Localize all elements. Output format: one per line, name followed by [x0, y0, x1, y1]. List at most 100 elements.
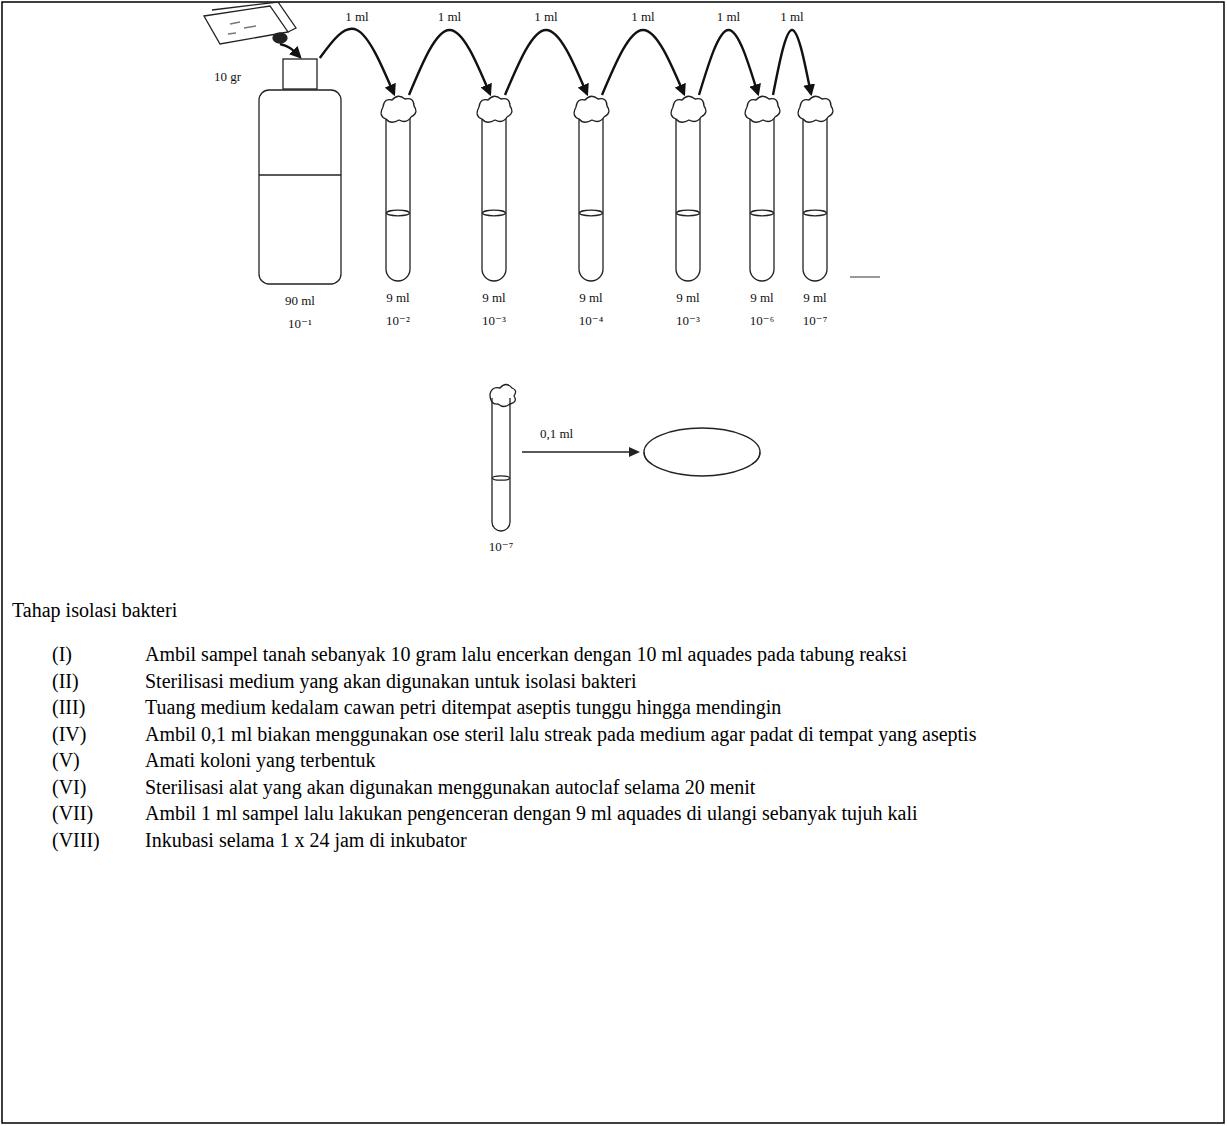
tube-body [676, 117, 700, 281]
step-text: Ambil sampel tanah sebanyak 10 gram lalu… [145, 642, 1217, 666]
dilution-label: 10⁻¹ [255, 315, 345, 332]
step-number: (III) [52, 695, 145, 719]
step-row: (VII)Ambil 1 ml sampel lalu lakukan peng… [0, 801, 1227, 825]
dilution-label: 10⁻³ [663, 312, 713, 329]
liquid-level [259, 174, 341, 175]
step-row: (I)Ambil sampel tanah sebanyak 10 gram l… [0, 642, 1227, 666]
dilution-label: 10⁻⁶ [737, 312, 787, 329]
dilution-label: 10⁻² [373, 312, 423, 329]
step-number: (V) [52, 748, 145, 772]
step-number: (II) [52, 669, 145, 693]
dilution-label: 10⁻⁷ [790, 312, 840, 329]
test-tube: 9 ml 10⁻⁷ [790, 95, 840, 329]
test-tube: 9 ml 10⁻³ [663, 95, 713, 329]
tube-body [482, 117, 506, 281]
step-text: Sterilisasi medium yang akan digunakan u… [145, 669, 1217, 693]
bottle-body [259, 90, 341, 284]
volume-label: 90 ml [255, 292, 345, 309]
step-number: (VII) [52, 801, 145, 825]
transfer-arrow [699, 30, 758, 95]
transfer-volume: 1 ml [343, 9, 370, 24]
arrow-head [629, 447, 640, 457]
cotton-plug [477, 96, 512, 122]
lower-test-tube [490, 385, 516, 532]
cotton-plug [490, 385, 516, 407]
dilution-label: 10⁻³ [469, 312, 519, 329]
step-text: Amati koloni yang terbentuk [145, 748, 1217, 772]
step-row: (IV)Ambil 0,1 ml biakan menggunakan ose … [0, 722, 1227, 746]
liquid-level [580, 210, 603, 216]
step-number: (VI) [52, 775, 145, 799]
volume-label: 9 ml [790, 289, 840, 306]
soil-sample [273, 33, 287, 43]
volume-label: 9 ml [737, 289, 787, 306]
transfer-volume: 1 ml [436, 9, 463, 24]
transfer-arrow [602, 30, 684, 95]
step-list: (I)Ambil sampel tanah sebanyak 10 gram l… [0, 642, 1227, 854]
shape-outline [566, 95, 616, 283]
cotton-plug [798, 96, 833, 122]
dish-side [644, 452, 652, 464]
tube-body [750, 117, 774, 281]
step-row: (VIII)Inkubasi selama 1 x 24 jam di inku… [0, 828, 1227, 852]
dilution-bottle: 90 ml 10⁻¹ [255, 58, 345, 332]
liquid-level [483, 210, 506, 216]
sample-packet [204, 6, 288, 44]
shape-outline [373, 95, 423, 283]
transfer-arrow [280, 44, 300, 57]
liquid-level [804, 210, 827, 216]
transfer-arrow [773, 30, 811, 95]
step-number: (I) [52, 642, 145, 666]
dish-rim [644, 428, 760, 476]
liquid-level [677, 210, 700, 216]
transfer-volume: 1 ml [532, 9, 559, 24]
dish-side [752, 452, 760, 464]
test-tube: 9 ml 10⁻² [373, 95, 423, 329]
petri-dish [644, 428, 760, 476]
step-number: (IV) [52, 722, 145, 746]
shape-outline [469, 95, 519, 283]
liquid-level [751, 210, 774, 216]
volume-label: 9 ml [373, 289, 423, 306]
section-heading: Tahap isolasi bakteri [12, 598, 177, 622]
test-tube: 9 ml 10⁻³ [469, 95, 519, 329]
cotton-plug [574, 96, 609, 122]
shape-outline [790, 95, 840, 283]
shape-outline [255, 58, 345, 286]
volume-label: 9 ml [566, 289, 616, 306]
shape-outline [663, 95, 713, 283]
tube-body [579, 117, 603, 281]
tube-body [492, 398, 510, 531]
liquid-level [493, 476, 510, 480]
transfer-volume: 1 ml [778, 9, 805, 24]
cotton-plug [671, 96, 706, 122]
transfer-arrow [320, 29, 394, 94]
step-row: (III)Tuang medium kedalam cawan petri di… [0, 695, 1227, 719]
volume-label: 9 ml [663, 289, 713, 306]
test-tube: 9 ml 10⁻⁶ [737, 95, 787, 329]
step-text: Ambil 1 ml sampel lalu lakukan pengencer… [145, 801, 1217, 825]
transfer-arrow [505, 30, 587, 95]
packet-flap [212, 2, 296, 32]
shape-outline [200, 2, 310, 64]
step-row: (II)Sterilisasi medium yang akan digunak… [0, 669, 1227, 693]
transfer-volume: 1 ml [629, 9, 656, 24]
cotton-plug [381, 96, 416, 122]
volume-label: 9 ml [469, 289, 519, 306]
cotton-plug [745, 96, 780, 122]
transfer-arrow [522, 447, 640, 457]
step-text: Ambil 0,1 ml biakan menggunakan ose ster… [145, 722, 1217, 746]
transfer-arrow [409, 30, 490, 95]
step-row: (V)Amati koloni yang terbentuk [0, 748, 1227, 772]
shape-outline [737, 95, 787, 283]
bottle-cap [283, 59, 317, 89]
dilution-label: 10⁻⁷ [480, 539, 522, 555]
liquid-level [387, 210, 410, 216]
transfer-volume: 1 ml [715, 9, 742, 24]
step-row: (VI)Sterilisasi alat yang akan digunakan… [0, 775, 1227, 799]
